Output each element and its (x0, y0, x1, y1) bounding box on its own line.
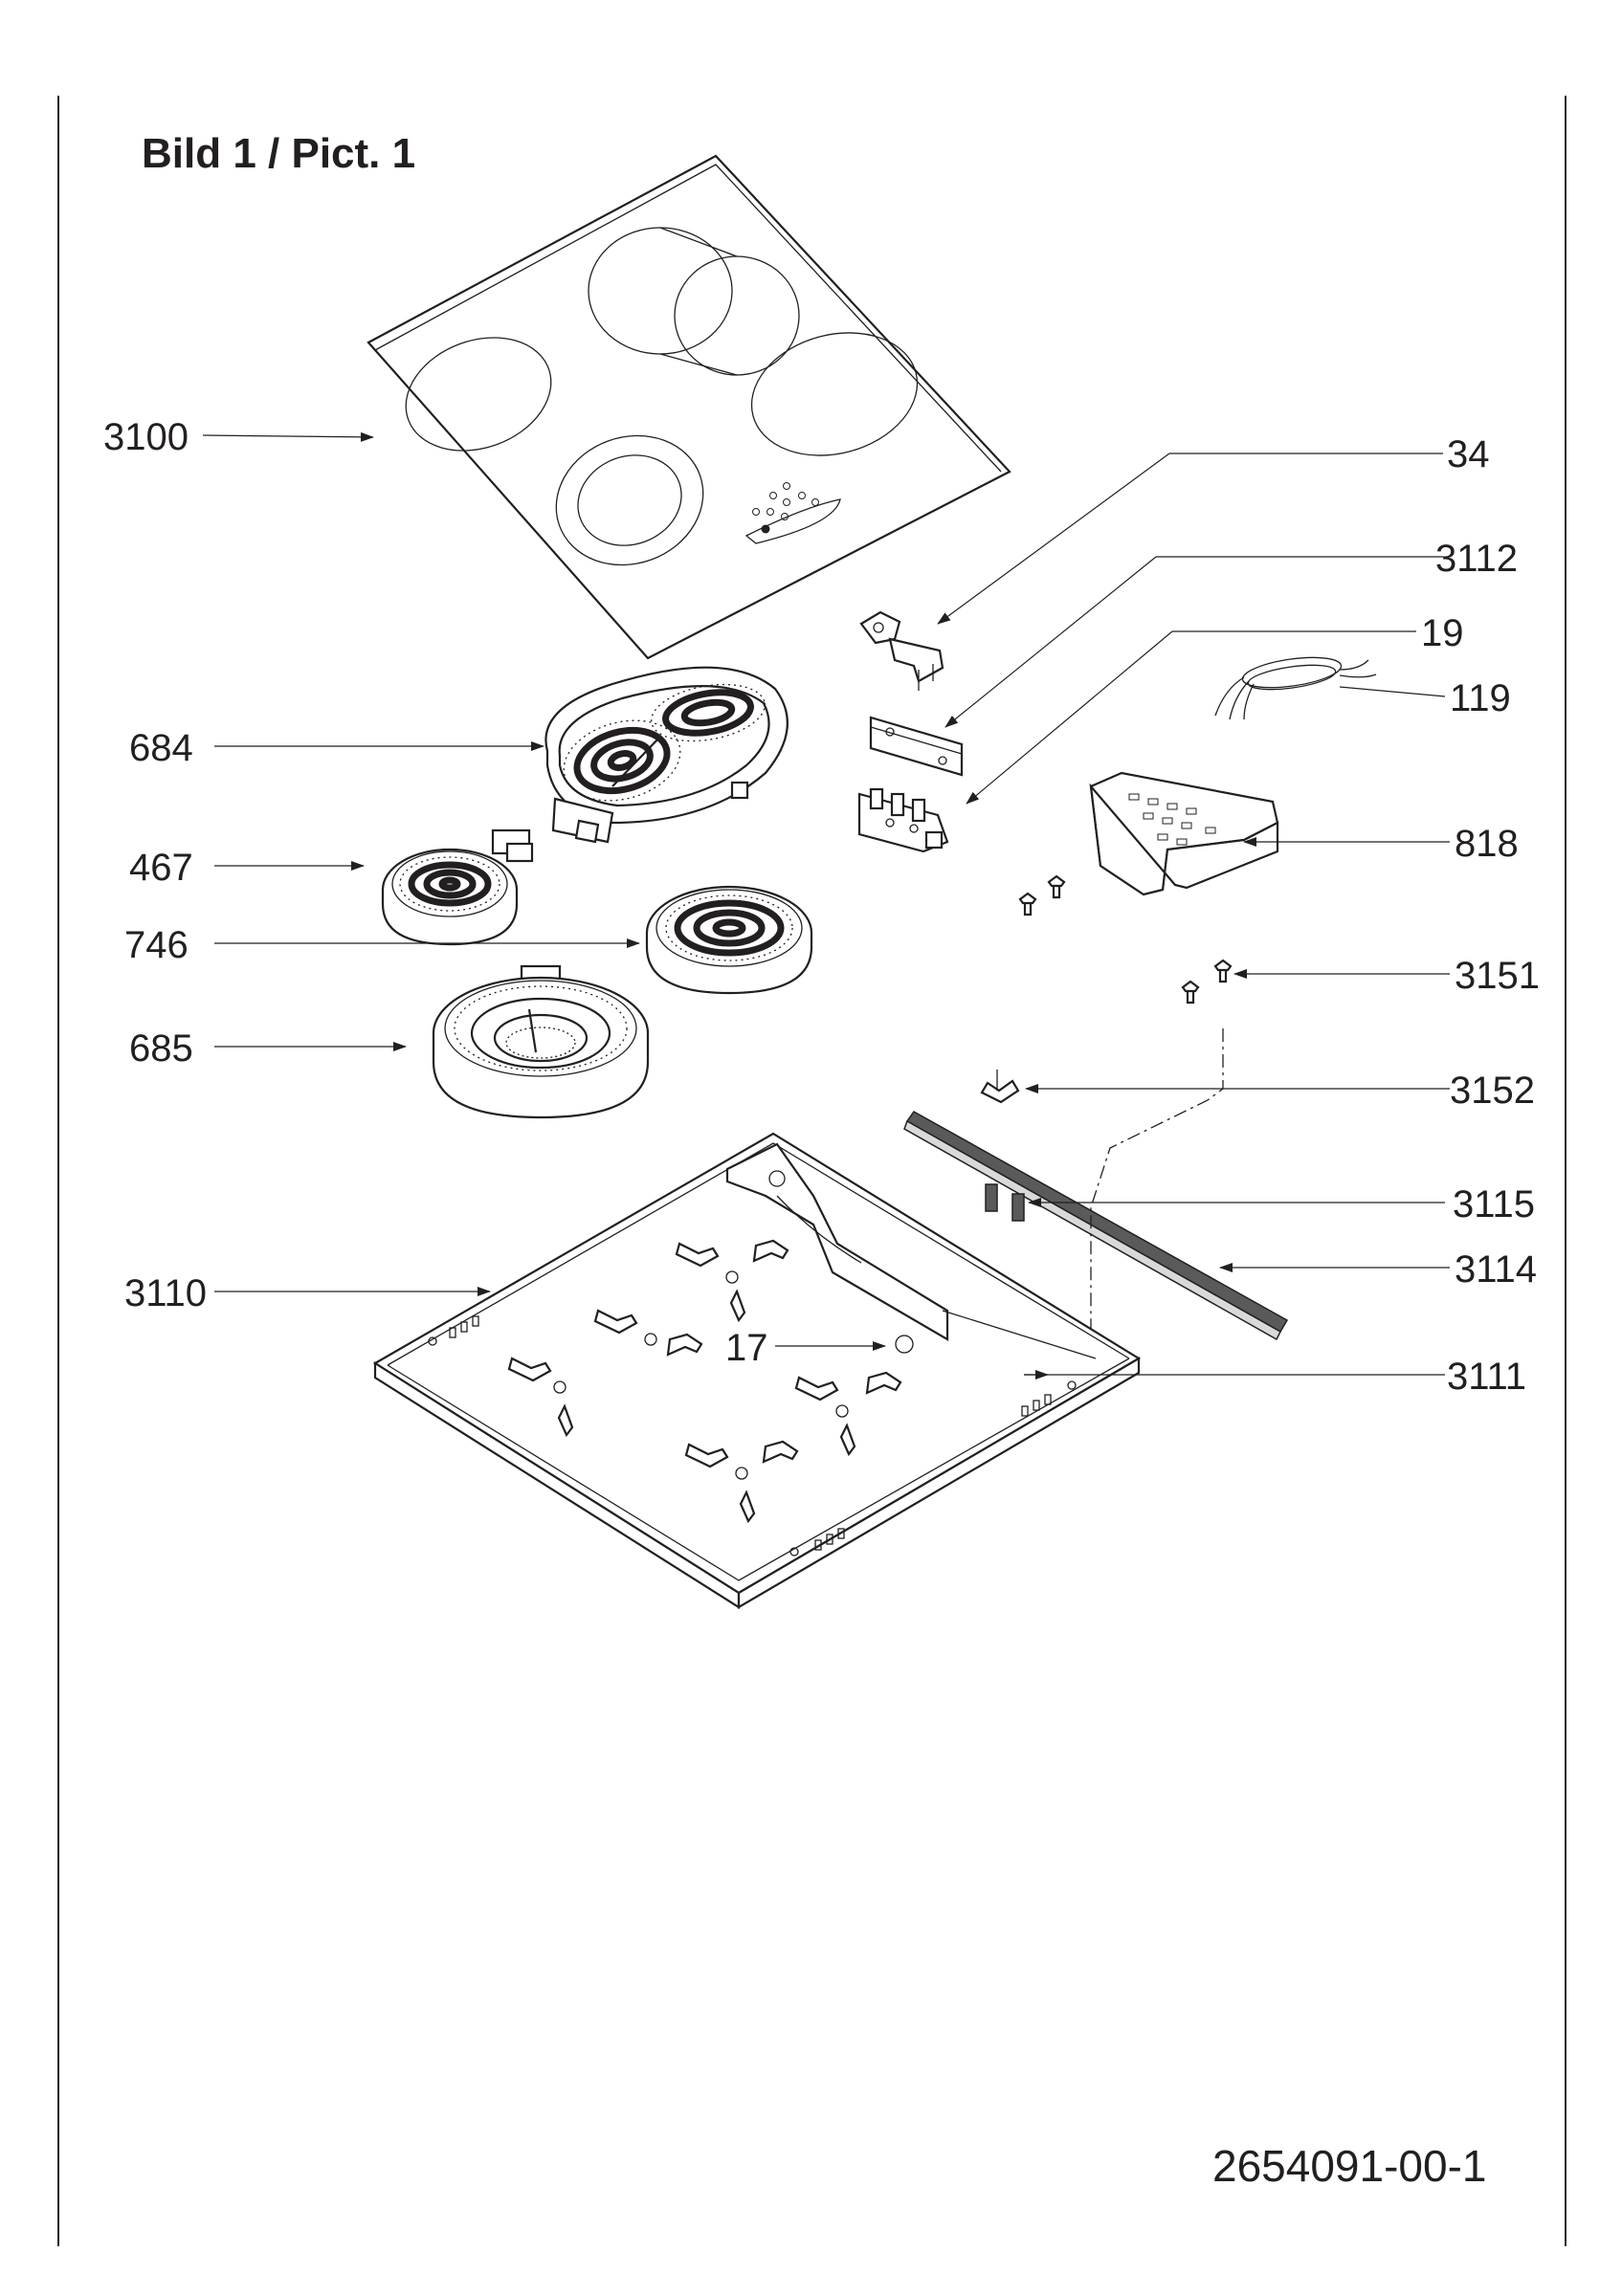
callout-467: 467 (129, 847, 193, 889)
part-119-power-cable (1214, 656, 1377, 720)
screws-818 (1018, 874, 1066, 916)
callout-119: 119 (1450, 677, 1511, 719)
callout-3114: 3114 (1455, 1248, 1537, 1291)
part-3110-base-tray (372, 1132, 1142, 1609)
callout-3151: 3151 (1455, 955, 1540, 997)
callout-746: 746 (124, 924, 189, 966)
figure-title: Bild 1 / Pict. 1 (142, 130, 415, 177)
callout-684: 684 (129, 727, 193, 769)
callout-3152: 3152 (1450, 1070, 1535, 1112)
part-3114-seal-strip (903, 1111, 1289, 1341)
callout-17: 17 (725, 1327, 768, 1369)
callout-3110: 3110 (124, 1272, 207, 1314)
callout-3100: 3100 (103, 416, 189, 458)
callout-3112: 3112 (1435, 538, 1518, 580)
part-34-switch (859, 610, 944, 691)
part-3152-clip (980, 1070, 1020, 1104)
callout-19: 19 (1421, 612, 1464, 654)
part-3115-pads (985, 1183, 1025, 1222)
leader-lines (202, 431, 1450, 1380)
part-467-small-heater (381, 828, 534, 946)
part-818-control-housing (1089, 771, 1279, 896)
part-746-heater (645, 885, 813, 995)
callout-3115: 3115 (1453, 1183, 1535, 1225)
part-684-oval-heater (544, 666, 789, 844)
callout-3111: 3111 (1447, 1356, 1526, 1398)
document-number: 2654091-00-1 (1212, 2141, 1486, 2191)
part-3112-bracket (869, 716, 964, 777)
part-19-terminal-block (857, 787, 949, 853)
callout-34: 34 (1447, 433, 1490, 475)
callout-labels: 3100 34 3112 19 119 684 818 467 746 3151… (103, 416, 1540, 1398)
part-685-large-heater (432, 964, 650, 1119)
callout-685: 685 (129, 1027, 193, 1070)
screws-3151 (1181, 959, 1233, 1004)
assembly-lines (1071, 1028, 1224, 1364)
callout-818: 818 (1455, 823, 1519, 865)
part-3100-glass-top (367, 154, 1011, 660)
